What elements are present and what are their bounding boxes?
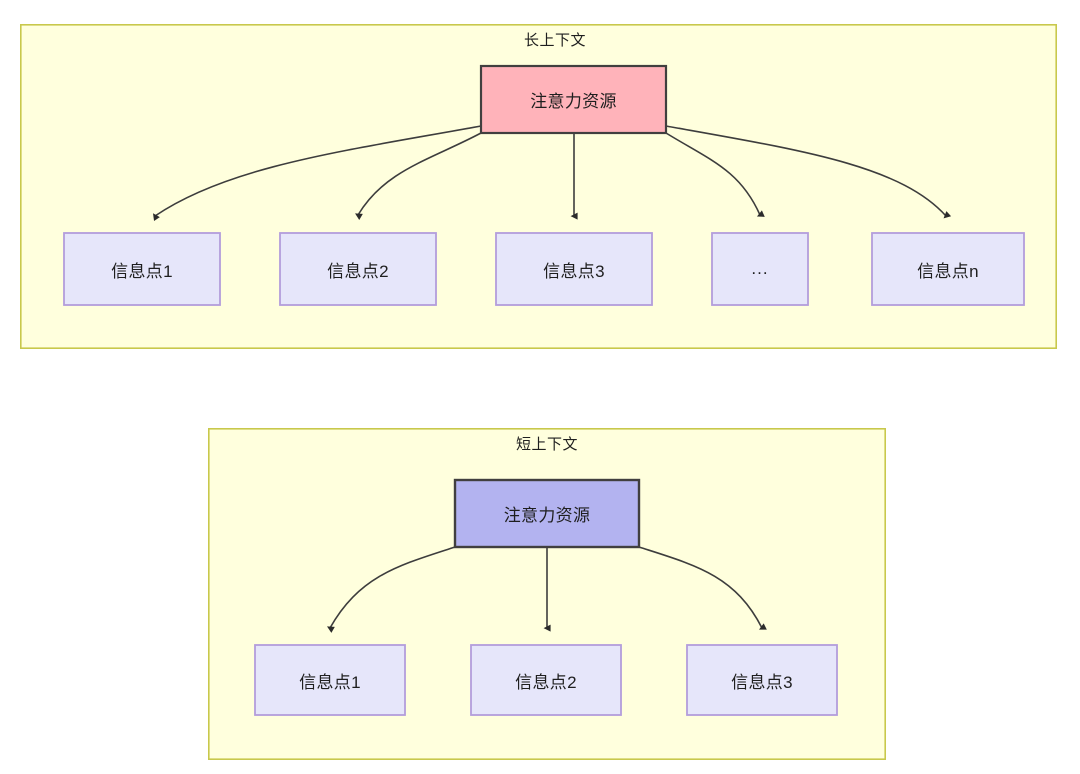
node-info-point-ellipsis-long[interactable] [711, 232, 809, 306]
edge-root-to-point3-short [638, 546, 767, 630]
edge-root-to-point1 [153, 125, 482, 222]
node-info-point-3-long[interactable] [495, 232, 653, 306]
node-info-point-1-long[interactable] [63, 232, 221, 306]
node-info-point-2-long[interactable] [279, 232, 437, 306]
edge-root-to-pointn [665, 125, 952, 219]
node-attention-resource-short[interactable] [453, 478, 641, 549]
node-attention-resource-long[interactable] [479, 64, 668, 135]
edge-root-to-point1-short [326, 546, 456, 633]
edge-root-to-point2 [355, 132, 482, 220]
panel-title-short-context: 短上下文 [515, 436, 578, 453]
node-info-point-3-short[interactable] [686, 644, 838, 716]
edge-root-to-dots [665, 132, 765, 217]
node-info-point-1-short[interactable] [254, 644, 406, 716]
node-info-point-2-short[interactable] [470, 644, 622, 716]
node-info-point-n-long[interactable] [871, 232, 1025, 306]
panel-title-long-context: 长上下文 [523, 32, 586, 49]
